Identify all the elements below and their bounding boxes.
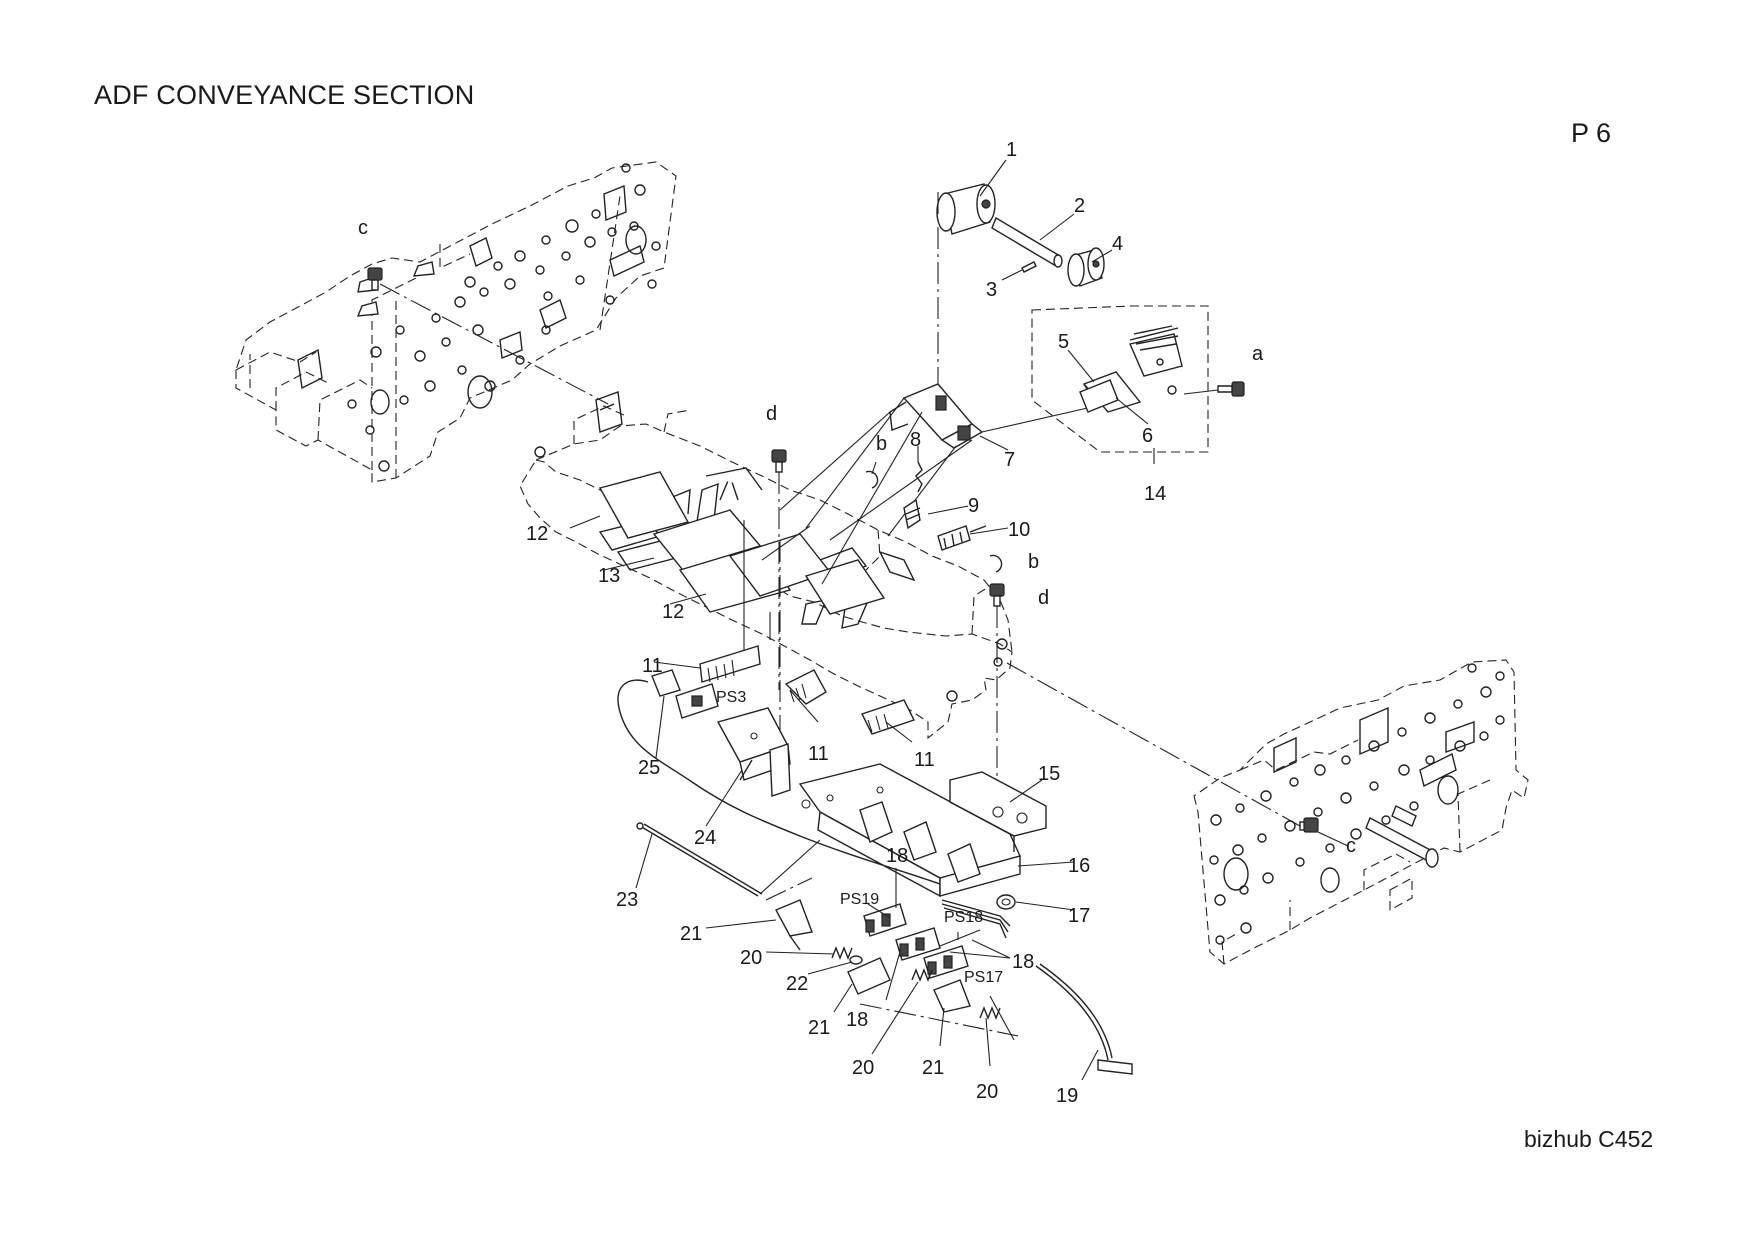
callout-21a: 21 <box>680 923 702 945</box>
washer-22 <box>849 955 863 965</box>
lever-21b <box>847 957 891 995</box>
screw-c-right <box>1006 662 1349 847</box>
cable-25 <box>617 669 941 885</box>
spring-8 <box>915 461 923 493</box>
callout-12b: 12 <box>662 601 684 623</box>
callout-labels: 1 2 3 4 5 6 7 8 9 10 11 11 11 12 12 13 1… <box>358 139 1356 1107</box>
callout-b1: b <box>876 433 887 455</box>
callout-23: 23 <box>616 889 638 911</box>
label-ps3: PS3 <box>716 689 746 706</box>
callout-16: 16 <box>1068 855 1090 877</box>
callout-9: 9 <box>968 495 979 517</box>
guide-sheets-12-13 <box>598 467 886 615</box>
callout-6: 6 <box>1142 425 1153 447</box>
callout-25: 25 <box>638 757 660 779</box>
bracket-15 <box>949 771 1047 852</box>
roller-4 <box>1067 247 1105 287</box>
callout-10: 10 <box>1008 519 1030 541</box>
lever-21c <box>933 979 971 1013</box>
callout-11c: 11 <box>914 749 935 771</box>
label-ps18: PS18 <box>944 909 983 926</box>
rod-23 <box>636 822 821 897</box>
e-ring-b2 <box>989 554 1003 573</box>
model-name: bizhub C452 <box>1524 1126 1654 1152</box>
callout-8: 8 <box>910 429 921 451</box>
page-title: ADF CONVEYANCE SECTION <box>94 80 475 110</box>
e-ring-b1 <box>865 461 879 489</box>
callout-18a: 18 <box>886 845 908 867</box>
label-ps17: PS17 <box>964 969 1003 986</box>
spring-9 <box>903 498 921 530</box>
lever-21a <box>775 899 813 951</box>
screw-c-left <box>367 267 609 405</box>
callout-18b: 18 <box>1012 951 1034 973</box>
spring-20c <box>979 1006 1001 1020</box>
callout-21b: 21 <box>808 1017 830 1039</box>
callout-b2: b <box>1028 551 1039 573</box>
bracket-16 <box>798 763 1021 898</box>
assembly-box-14 <box>1031 305 1209 453</box>
callout-11a: 11 <box>642 655 663 677</box>
left-side-frame <box>235 161 677 483</box>
screw-a <box>1183 381 1245 397</box>
sensor-ps19 <box>863 903 907 937</box>
callout-4: 4 <box>1112 233 1123 255</box>
label-ps19: PS19 <box>840 891 879 908</box>
assembly-guide-lines <box>743 397 973 750</box>
callout-c-left: c <box>358 217 368 239</box>
callout-17: 17 <box>1068 905 1090 927</box>
callout-20a: 20 <box>740 947 762 969</box>
spring-20b <box>911 968 933 982</box>
callout-20b: 20 <box>852 1057 874 1079</box>
pin-3 <box>1021 261 1037 273</box>
mylar-sheet-11a <box>699 645 761 683</box>
callout-12a: 12 <box>526 523 548 545</box>
pickup-roller-1 <box>936 183 996 235</box>
callout-2: 2 <box>1074 195 1085 217</box>
collar-17 <box>996 894 1016 910</box>
wire-harness-19 <box>941 899 1133 1075</box>
right-side-frame <box>1193 659 1529 965</box>
spring-10 <box>937 525 987 551</box>
callout-24: 24 <box>694 827 716 849</box>
mylar-sheet-11c <box>861 699 915 735</box>
callout-15: 15 <box>1038 763 1060 785</box>
callout-21c: 21 <box>922 1057 944 1079</box>
callout-3: 3 <box>986 279 997 301</box>
callout-d1: d <box>766 403 777 425</box>
spring-20a <box>831 946 853 960</box>
callout-7: 7 <box>1004 449 1015 471</box>
callout-18c: 18 <box>846 1009 868 1031</box>
roller-shaft-2 <box>991 216 1063 268</box>
callout-a: a <box>1252 343 1264 365</box>
callout-14: 14 <box>1144 483 1166 505</box>
mylar-sheet-11b <box>784 669 827 705</box>
screw-d1 <box>771 449 787 690</box>
callout-5: 5 <box>1058 331 1069 353</box>
leader-lines <box>569 159 1155 1081</box>
callout-11b: 11 <box>808 743 829 765</box>
callout-1: 1 <box>1006 139 1017 161</box>
callout-19: 19 <box>1056 1085 1078 1107</box>
callout-20c: 20 <box>976 1081 998 1103</box>
callout-c-right: c <box>1346 835 1356 857</box>
sensor-ps17 <box>923 945 969 979</box>
callout-22: 22 <box>786 973 808 995</box>
callout-d2: d <box>1038 587 1049 609</box>
sensor-bracket-24 <box>716 707 791 797</box>
callout-13: 13 <box>598 565 620 587</box>
page-number: P 6 <box>1571 118 1612 148</box>
